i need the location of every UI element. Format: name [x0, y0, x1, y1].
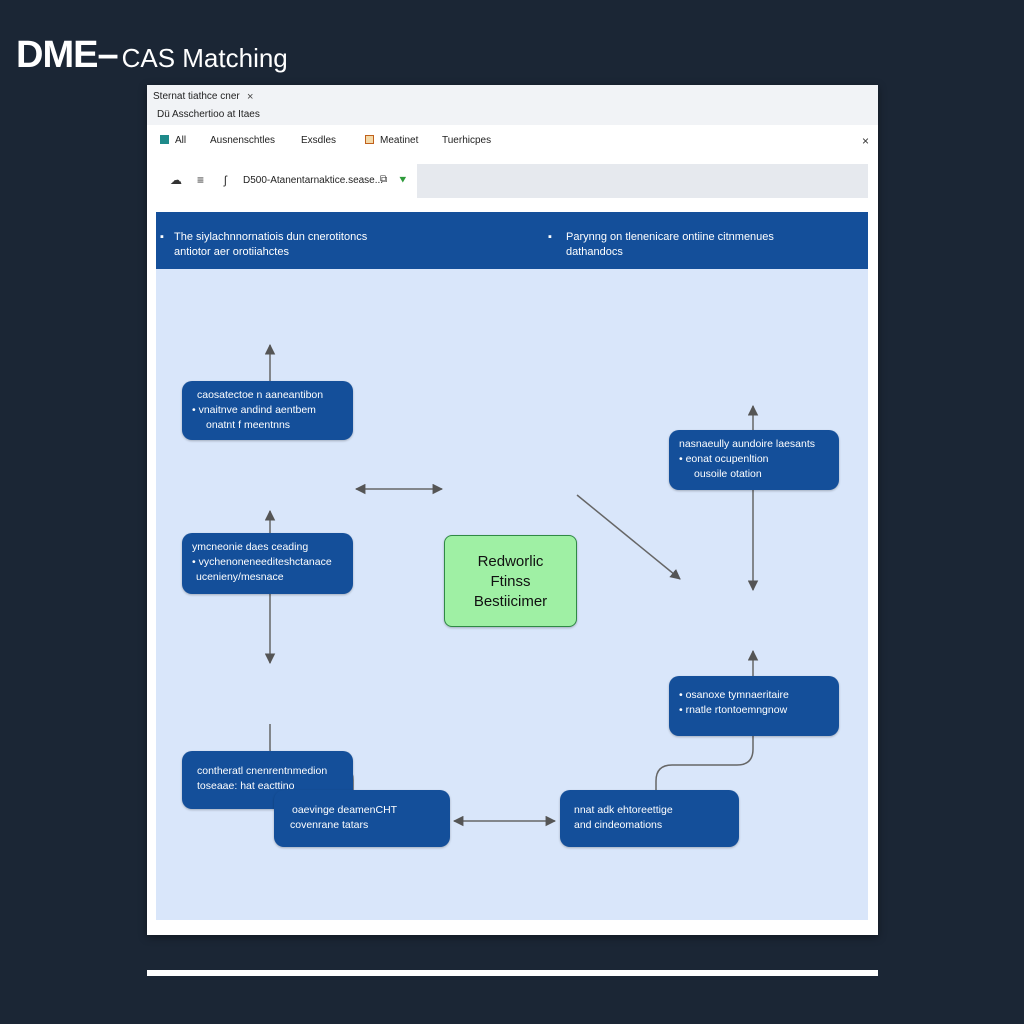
banner-left-line2: antiotor aer orotiiahctes — [174, 246, 289, 258]
toolbar: ☁ ≡ ʃ D500-Atanentarnaktice.sease... ⧉ ⯆ — [160, 164, 868, 198]
banner-right: ▪ Parynng on tlenenicare ontiine citnmen… — [548, 230, 856, 260]
menu-item-label: Ausnenschtles — [210, 135, 276, 146]
node-text: ymcneonie daes ceading — [192, 541, 309, 553]
app-window: Sternat tiathce cner × Dü Asschertioo at… — [147, 85, 878, 935]
node-top-left[interactable]: caosatectoe n aaneantibon • vnaitnve and… — [182, 381, 353, 440]
node-bottom-right[interactable]: nnat adk ehtoreettige and cindeomations — [560, 790, 739, 847]
menu-item-5[interactable]: Tuerhicpes — [442, 135, 491, 146]
connector-br-mr — [655, 649, 759, 790]
node-text: and cindeomations — [574, 819, 663, 831]
page-title: DME–CAS Matching — [16, 34, 288, 77]
info-banner: ▪ The siylachnnornatiois dun cnerotitonc… — [156, 212, 868, 269]
app-icon — [160, 135, 169, 144]
node-text: oaevinge deamenCHT — [292, 804, 398, 816]
node-bottom-left[interactable]: contheratl cnenrentnmedion toseaae: hat … — [182, 751, 353, 809]
node-text: ousoile otation — [694, 468, 762, 480]
node-text: • vychenoneneediteshctanace — [192, 556, 332, 568]
window-subtitle: Dü Asschertioo at Itaes — [157, 109, 260, 120]
banner-left-line1: The siylachnnornatiois dun cnerotitoncs — [174, 231, 368, 243]
node-text: nasnaeully aundoire laesants — [679, 438, 816, 450]
copy-icon[interactable]: ⧉ — [380, 174, 388, 185]
path-field[interactable]: D500-Atanentarnaktice.sease... — [243, 175, 384, 186]
node-text: nnat adk ehtoreettige — [574, 804, 673, 816]
node-mid-right[interactable]: • osanoxe tymnaeritaire • rnatle rtontoe… — [669, 676, 839, 736]
tab-title[interactable]: Sternat tiathce cner — [153, 91, 240, 102]
menu-item-label: Exsdles — [301, 135, 337, 146]
node-text: • rnatle rtontoemngnow — [679, 704, 788, 716]
toolbar-left-panel: ☁ ≡ ʃ D500-Atanentarnaktice.sease... ⧉ ⯆ — [160, 164, 417, 198]
node-text: toseaae: hat eacttino — [197, 780, 295, 792]
window-close-icon[interactable]: × — [861, 134, 869, 148]
node-text: • vnaitnve andind aentbem — [192, 404, 316, 416]
menu-item-label: All — [175, 135, 187, 146]
menu-item-2[interactable]: Ausnenschtles — [210, 135, 275, 146]
node-text: Bestiicimer — [473, 593, 548, 610]
connector-center-mr — [576, 494, 681, 580]
node-mid-left[interactable]: ymcneonie daes ceading • vychenoneneedit… — [182, 533, 353, 594]
page-title-sub: CAS Matching — [121, 43, 288, 73]
banner-right-line1: Parynng on tlenenicare ontiine citnmenue… — [566, 231, 774, 243]
node-text: caosatectoe n aaneantibon — [197, 389, 324, 401]
title-bar: Sternat tiathce cner × Dü Asschertioo at… — [147, 85, 878, 125]
node-text: • osanoxe tymnaeritaire — [679, 689, 789, 701]
menu-item-all[interactable]: All — [160, 135, 186, 146]
document-icon — [365, 135, 374, 144]
menu-item-3[interactable]: Exsdles — [301, 135, 336, 146]
banner-left: ▪ The siylachnnornatiois dun cnerotitonc… — [160, 230, 504, 260]
footer-divider — [147, 970, 878, 976]
menu-item-label: Tuerhicpes — [442, 135, 492, 146]
banner-right-line2: dathandocs — [566, 246, 623, 258]
lock-icon[interactable]: ʃ — [224, 173, 227, 187]
menu-bar: All Ausnenschtles Exsdles Meatinet Tuerh… — [147, 131, 878, 153]
cloud-icon[interactable]: ☁ — [170, 173, 182, 187]
node-text: ucenieny/mesnace — [196, 571, 284, 583]
tab-close-icon[interactable]: × — [247, 91, 254, 103]
bullet-icon: ▪ — [548, 231, 552, 243]
leaf-icon[interactable]: ⯆ — [398, 173, 408, 187]
node-top-right[interactable]: nasnaeully aundoire laesants • eonat ocu… — [669, 430, 839, 490]
node-text: covenrane tatars — [290, 819, 369, 831]
bullet-icon: ▪ — [160, 231, 164, 243]
diagram-canvas: caosatectoe n aaneantibon • vnaitnve and… — [156, 269, 868, 920]
node-center[interactable]: Redworlic Ftinss Bestiicimer — [444, 535, 577, 627]
node-text: onatnt f meentnns — [206, 419, 291, 431]
menu-item-4[interactable]: Meatinet — [365, 135, 418, 146]
node-bottom-middle[interactable]: oaevinge deamenCHT covenrane tatars — [274, 790, 450, 847]
menu-item-label: Meatinet — [380, 135, 419, 146]
node-text: Ftinss — [490, 573, 531, 590]
node-text: Redworlic — [477, 553, 544, 570]
page-title-main: DME– — [16, 34, 119, 76]
menu-icon[interactable]: ≡ — [197, 173, 205, 187]
node-text: contheratl cnenrentnmedion — [197, 765, 328, 777]
node-text: • eonat ocupenltion — [679, 453, 769, 465]
